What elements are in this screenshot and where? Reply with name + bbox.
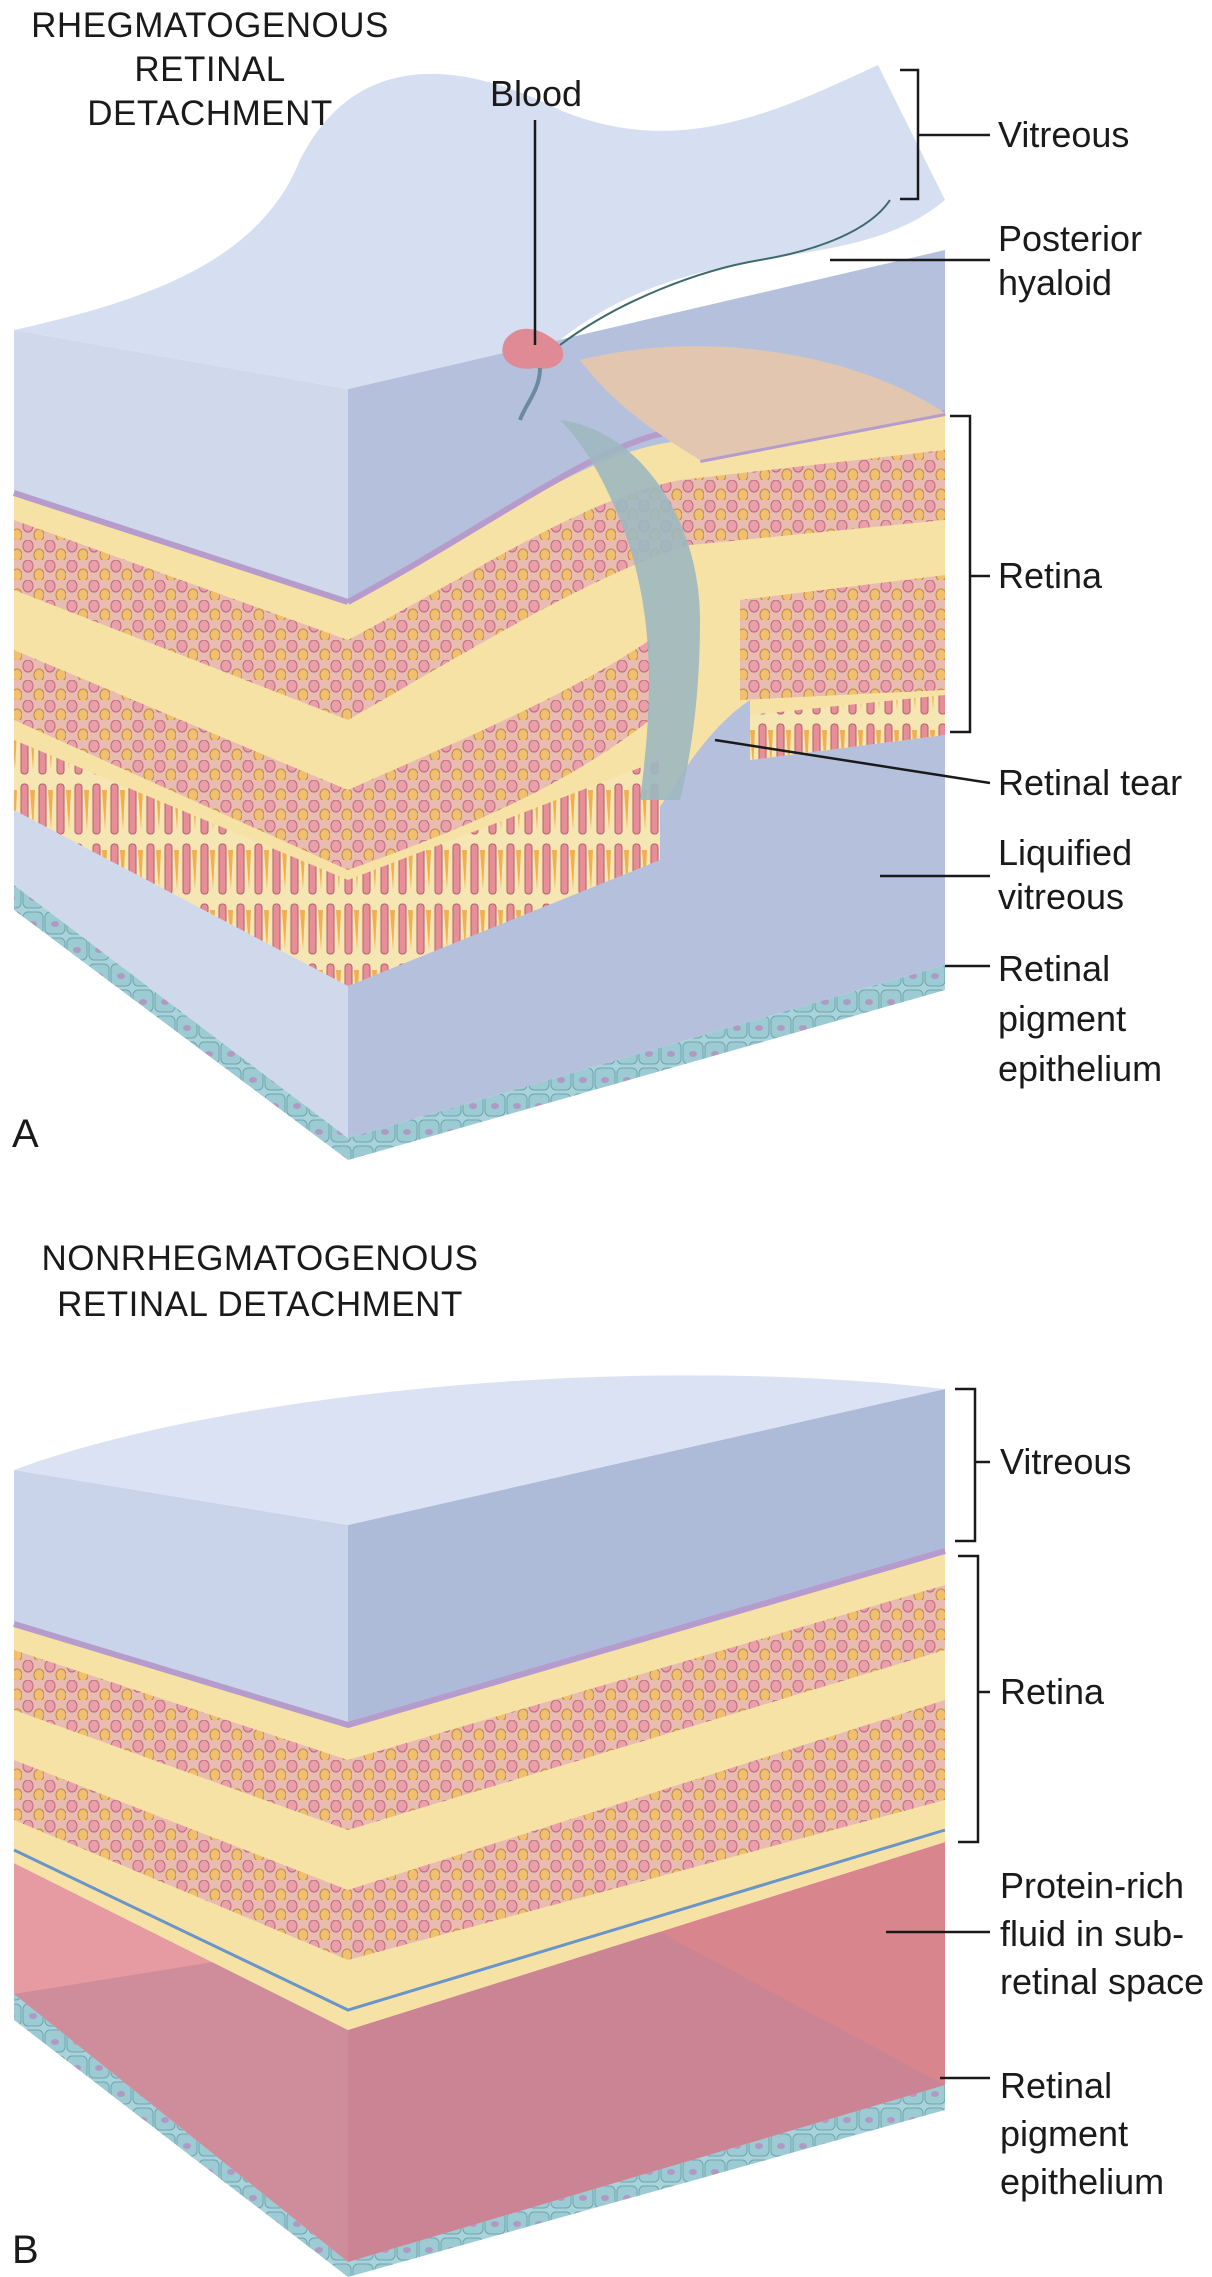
ilm-a2 <box>346 427 681 605</box>
panel-letter-a: A <box>12 1112 39 1156</box>
label-subretinal-fluid: Protein-rich fluid in sub- retinal space <box>1000 1862 1204 2006</box>
vitreous-right-b <box>348 1389 945 1725</box>
photoreceptors-a2 <box>348 760 660 986</box>
nuclear-layer-a3 <box>348 450 945 720</box>
title-line: NONRHEGMATOGENOUS <box>41 1239 479 1278</box>
label-retina-a: Retina <box>998 555 1103 596</box>
label-line: Posterior <box>998 218 1143 259</box>
panel-letter-b: B <box>12 2228 39 2272</box>
leader-lines <box>533 68 991 2080</box>
label-vitreous-b: Vitreous <box>1000 1441 1132 1482</box>
label-rpe-b: Retinal pigment epithelium <box>1000 2062 1164 2206</box>
label-liquified-vitreous: Liquified vitreous <box>998 831 1132 919</box>
label-posterior-hyaloid: Posterior hyaloid <box>998 217 1142 305</box>
nuclear-layer-a1 <box>14 520 348 720</box>
panel-a-title: RHEGMATOGENOUS RETINAL DETACHMENT <box>0 4 420 136</box>
nuclear-layer-a5 <box>740 575 945 700</box>
label-line: vitreous <box>998 876 1125 917</box>
title-line: RHEGMATOGENOUS <box>31 6 389 45</box>
label-line: Retinal <box>1000 2065 1113 2106</box>
title-line: DETACHMENT <box>87 94 333 133</box>
label-line: fluid in sub- <box>1000 1913 1185 1954</box>
label-blood: Blood <box>490 73 583 114</box>
ilm-b <box>13 1548 946 1729</box>
photoreceptors-a3 <box>750 695 945 760</box>
label-line: Protein-rich <box>1000 1865 1185 1906</box>
subretinal-fluid-floor <box>14 1900 945 2262</box>
panel-b-title: NONRHEGMATOGENOUS RETINAL DETACHMENT <box>0 1236 520 1328</box>
title-line: RETINAL DETACHMENT <box>57 1285 463 1324</box>
nuclear-layer-b2 <box>348 1585 945 1830</box>
ilm-a <box>13 490 349 605</box>
vitreous-top-b <box>14 1375 945 1525</box>
label-retina-b: Retina <box>1000 1671 1105 1712</box>
nuclear-layer-a2 <box>14 650 348 870</box>
label-line: hyaloid <box>998 262 1113 303</box>
label-line: epithelium <box>1000 2161 1165 2202</box>
blood-clot <box>502 328 564 369</box>
retinal-tear-flap <box>560 420 700 800</box>
title-line: RETINAL <box>134 50 286 89</box>
label-retinal-tear: Retinal tear <box>998 762 1183 803</box>
retina-top-surface-a <box>580 346 945 460</box>
vitreous-surface-a <box>14 65 945 389</box>
elm-b <box>13 1828 946 2012</box>
vitreous-left-b <box>14 1470 348 1725</box>
nuclear-layer-b3 <box>14 1760 348 1960</box>
nuclear-layer-b4 <box>348 1700 945 1960</box>
photoreceptors-a1 <box>14 740 348 986</box>
nuclear-layer-a4 <box>348 640 650 870</box>
nuclear-layer-b1 <box>14 1650 348 1830</box>
panel-b-artwork <box>13 1375 946 2277</box>
rpe-layer-a <box>14 885 945 1160</box>
label-line: pigment <box>998 998 1127 1039</box>
label-line: Retinal <box>998 948 1111 989</box>
label-rpe-a: Retinal pigment epithelium <box>998 944 1162 1094</box>
vessel-stalk <box>518 367 542 421</box>
label-line: pigment <box>1000 2113 1129 2154</box>
label-line: retinal space <box>1000 1961 1205 2002</box>
label-line: epithelium <box>998 1048 1163 1089</box>
panel-a-artwork <box>13 65 946 1160</box>
label-line: Liquified <box>998 832 1133 873</box>
label-vitreous-a: Vitreous <box>998 114 1130 155</box>
posterior-hyaloid-line <box>559 199 891 346</box>
